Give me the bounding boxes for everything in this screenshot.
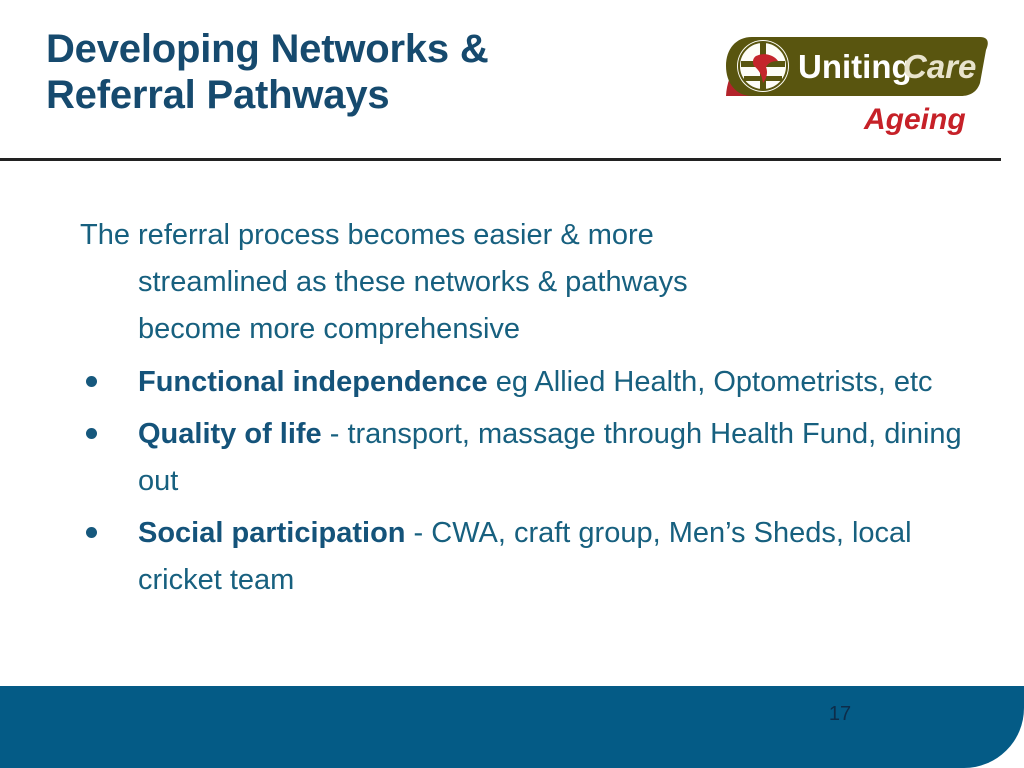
page-title: Developing Networks &Referral Pathways — [46, 26, 706, 118]
bullet-dot-icon — [86, 428, 97, 439]
intro-line-1: The referral process becomes easier & mo… — [80, 219, 654, 251]
bullet-lead: Functional independence — [138, 366, 488, 398]
bullet-lead: Quality of life — [138, 418, 322, 450]
slide-body: The referral process becomes easier & mo… — [64, 212, 984, 609]
list-item: Functional independence eg Allied Health… — [64, 359, 984, 406]
bullet-rest: eg Allied Health, Optometrists, etc — [487, 366, 933, 398]
header-divider-rule — [0, 158, 1001, 161]
intro-line-2: streamlined as these networks & pathways — [138, 266, 688, 298]
bullet-lead: Social participation — [138, 517, 406, 549]
bullet-dot-icon — [86, 527, 97, 538]
logo-division-ageing: Ageing — [863, 103, 966, 136]
unitingcare-ageing-logo: Uniting Care Ageing — [722, 28, 994, 138]
logo-brand-uniting: Uniting — [798, 48, 912, 85]
title-block: Developing Networks &Referral Pathways — [46, 26, 706, 118]
intro-paragraph: The referral process becomes easier & mo… — [64, 212, 984, 353]
bullet-rest: - CWA, craft group, Men’s Sheds, local c… — [138, 517, 912, 596]
bullet-dot-icon — [86, 376, 97, 387]
dove-icon — [752, 54, 778, 83]
intro-line-3: become more comprehensive — [138, 313, 521, 345]
olive-banner-shape — [726, 37, 988, 96]
list-item: Quality of life - transport, massage thr… — [64, 411, 984, 505]
footer-bar-extension — [0, 752, 960, 768]
title-line-2: Referral Pathways — [46, 73, 390, 117]
logo-brand-care: Care — [903, 48, 976, 85]
page-number: 17 — [828, 703, 852, 725]
bullet-list: Functional independence eg Allied Health… — [64, 359, 984, 604]
list-item: Social participation - CWA, craft group,… — [64, 510, 984, 604]
bullet-rest: - transport, massage through Health Fund… — [138, 418, 962, 497]
title-line-1: Developing Networks & — [46, 27, 489, 71]
logo-svg: Uniting Care Ageing — [726, 37, 988, 136]
